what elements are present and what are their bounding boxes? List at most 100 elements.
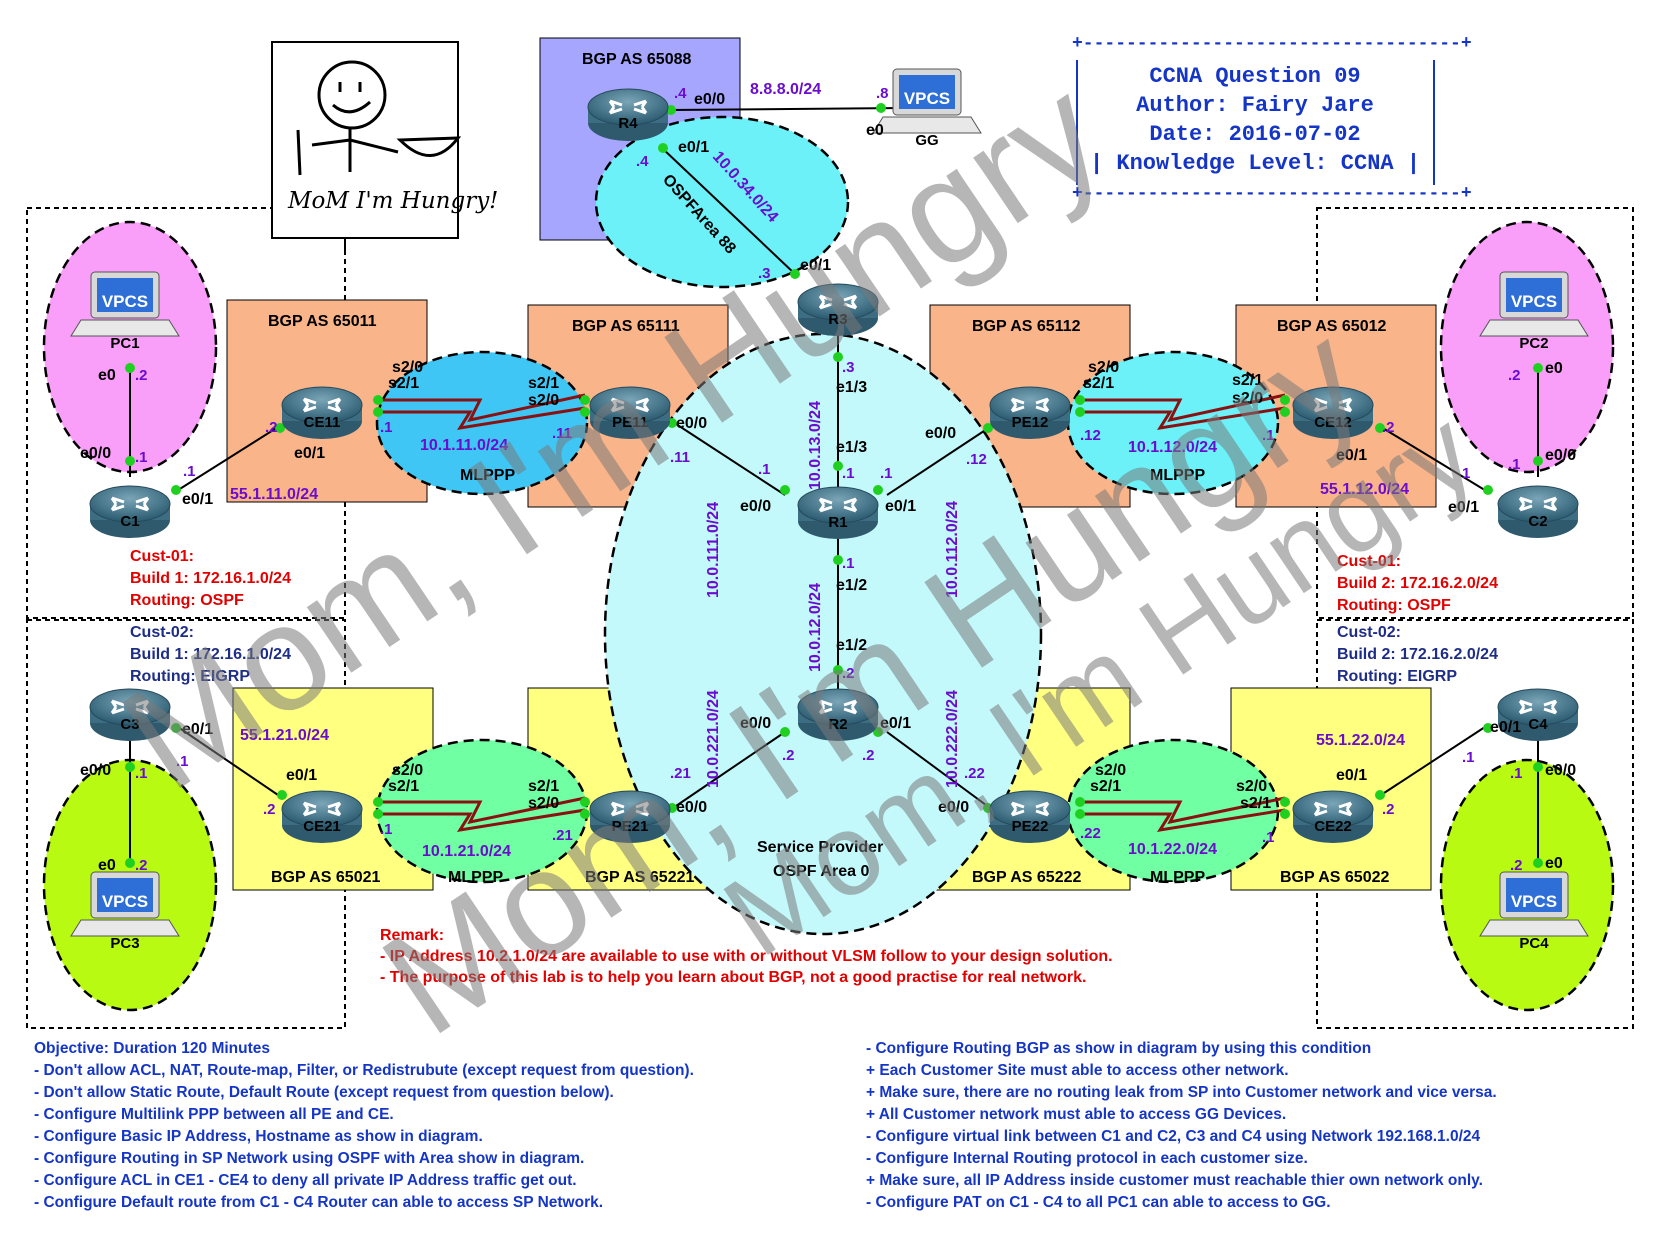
- label-ce12: CE12: [1314, 414, 1352, 431]
- svg-text:.12: .12: [1080, 427, 1101, 444]
- svg-text:s2/0: s2/0: [1232, 390, 1263, 407]
- pc2-ellipse: [1439, 220, 1615, 474]
- svg-text:e0/1: e0/1: [182, 491, 213, 508]
- label-as65221: BGP AS 65221: [585, 869, 695, 886]
- svg-text:e0/0: e0/0: [80, 762, 111, 779]
- pc4-vpcs-label: VPCS: [1511, 892, 1557, 911]
- label-as65021: BGP AS 65021: [271, 869, 381, 886]
- svg-text:e0/0: e0/0: [676, 415, 707, 432]
- svg-text:s2/0: s2/0: [528, 795, 559, 812]
- info-date: Date: 2016-07-02: [1149, 122, 1360, 147]
- svg-text:.22: .22: [1080, 825, 1101, 842]
- cartoon-face-icon: [296, 60, 462, 176]
- svg-text:- Configure PAT on C1 - C4 to: - Configure PAT on C1 - C4 to all PC1 ca…: [866, 1194, 1331, 1211]
- svg-text:e1/3: e1/3: [836, 439, 867, 456]
- label-pc1: PC1: [110, 335, 139, 352]
- svg-text:s2/1: s2/1: [1090, 778, 1121, 795]
- svg-text:+ All Customer network must ab: + All Customer network must able to acce…: [866, 1106, 1286, 1123]
- pc3-vpcs-label: VPCS: [102, 892, 148, 911]
- svg-text:e0/0: e0/0: [1545, 762, 1576, 779]
- svg-text:s2/1: s2/1: [388, 778, 419, 795]
- svg-text:+-----------------------------: +-----------------------------------+: [1072, 184, 1472, 204]
- svg-text:- Configure Default route from: - Configure Default route from C1 - C4 R…: [34, 1194, 603, 1211]
- svg-text:.2: .2: [1382, 801, 1395, 818]
- svg-text:e1/3: e1/3: [836, 379, 867, 396]
- svg-text:1: 1: [1462, 465, 1470, 482]
- svg-text:Routing: OSPF: Routing: OSPF: [1337, 597, 1451, 614]
- net-55-1-22: 55.1.22.0/24: [1316, 732, 1405, 749]
- net-10-0-12: 10.0.12.0/24: [807, 583, 824, 672]
- svg-text:.1: .1: [880, 465, 893, 482]
- objectives-right: - Configure Routing BGP as show in diagr…: [866, 1040, 1497, 1211]
- svg-text:.1: .1: [176, 753, 189, 770]
- router-ce21-icon[interactable]: [280, 789, 364, 845]
- svg-text:e0/1: e0/1: [294, 445, 325, 462]
- svg-text:- Configure ACL in CE1 - CE4 t: - Configure ACL in CE1 - CE4 to deny all…: [34, 1172, 577, 1189]
- label-as65111: BGP AS 65111: [572, 318, 680, 335]
- info-box: +-----------------------------------+ CC…: [1072, 34, 1472, 204]
- label-sp-provider: Service Provider: [757, 839, 883, 856]
- svg-text:s2/0: s2/0: [1088, 359, 1119, 376]
- label-c3: C3: [120, 716, 139, 733]
- serial-links: [378, 393, 1286, 833]
- svg-text:.3: .3: [758, 265, 771, 282]
- router-c2-icon[interactable]: [1496, 484, 1580, 540]
- label-sp-area0: OSPF Area 0: [773, 863, 869, 880]
- svg-text:s2/1: s2/1: [1240, 795, 1271, 812]
- router-r1-icon[interactable]: [796, 485, 880, 541]
- net-55-1-21: 55.1.21.0/24: [240, 727, 329, 744]
- svg-text:e0/1: e0/1: [182, 721, 213, 738]
- svg-text:e0/1: e0/1: [1490, 719, 1521, 736]
- svg-text:- Don't allow Static Route, De: - Don't allow Static Route, Default Rout…: [34, 1084, 614, 1101]
- svg-text:.2: .2: [842, 665, 855, 682]
- svg-text:Routing: EIGRP: Routing: EIGRP: [130, 668, 250, 685]
- svg-text:.1: .1: [380, 821, 393, 838]
- svg-text:Remark:: Remark:: [380, 927, 444, 944]
- svg-text:.2: .2: [135, 367, 148, 384]
- svg-text:e0/1: e0/1: [880, 715, 911, 732]
- info-title: CCNA Question 09: [1149, 64, 1360, 89]
- router-ce11-icon[interactable]: [280, 385, 364, 441]
- net-10-1-11: 10.1.11.0/24: [420, 437, 508, 454]
- svg-text:e0: e0: [1545, 360, 1563, 377]
- svg-text:s2/1: s2/1: [1083, 375, 1114, 392]
- ospf-area88-ellipse: [594, 115, 850, 289]
- svg-text:.21: .21: [670, 765, 691, 782]
- label-mlppp-11: MLPPP: [460, 467, 515, 484]
- svg-text:.12: .12: [966, 451, 987, 468]
- svg-text:e0/1: e0/1: [1448, 499, 1479, 516]
- svg-text:e0/1: e0/1: [1336, 447, 1367, 464]
- svg-text:.1: .1: [1262, 829, 1275, 846]
- svg-text:.1: .1: [380, 419, 393, 436]
- svg-text:s2/0: s2/0: [1236, 778, 1267, 795]
- router-c1-icon[interactable]: [88, 484, 172, 540]
- svg-text:.21: .21: [552, 827, 573, 844]
- svg-text:e1/2: e1/2: [836, 577, 867, 594]
- label-as65022: BGP AS 65022: [1280, 869, 1390, 886]
- router-pe12-icon[interactable]: [988, 385, 1072, 441]
- label-c4: C4: [1528, 716, 1548, 733]
- svg-text:.1: .1: [135, 449, 148, 466]
- net-8-8-8: 8.8.8.0/24: [750, 81, 821, 98]
- svg-text:.2: .2: [263, 801, 276, 818]
- cartoon-caption: MoM I'm Hungry!: [287, 188, 498, 214]
- svg-text:.2: .2: [1510, 857, 1523, 874]
- net-10-0-111: 10.0.111.0/24: [705, 502, 722, 598]
- objectives-left: Objective: Duration 120 Minutes - Don't …: [34, 1040, 694, 1211]
- svg-text:.2: .2: [1508, 367, 1521, 384]
- label-r1: R1: [828, 514, 847, 531]
- svg-text:s2/0: s2/0: [528, 392, 559, 409]
- cust01-right-name: Cust-01:: [1337, 553, 1401, 570]
- router-ce22-icon[interactable]: [1291, 789, 1375, 845]
- svg-text:- Configure Basic IP Address,: - Configure Basic IP Address, Hostname a…: [34, 1128, 483, 1145]
- label-as65011: BGP AS 65011: [268, 313, 377, 330]
- label-as65112: BGP AS 65112: [972, 318, 1081, 335]
- label-mlppp-21: MLPPP: [448, 869, 503, 886]
- net-10-1-21: 10.1.21.0/24: [422, 843, 511, 860]
- label-c1: C1: [120, 513, 139, 530]
- svg-text:e0/1: e0/1: [286, 767, 317, 784]
- svg-text:e0/1: e0/1: [1336, 767, 1367, 784]
- svg-text:+ Make sure, there are no rout: + Make sure, there are no routing leak f…: [866, 1084, 1497, 1101]
- svg-text:.8: .8: [876, 85, 889, 102]
